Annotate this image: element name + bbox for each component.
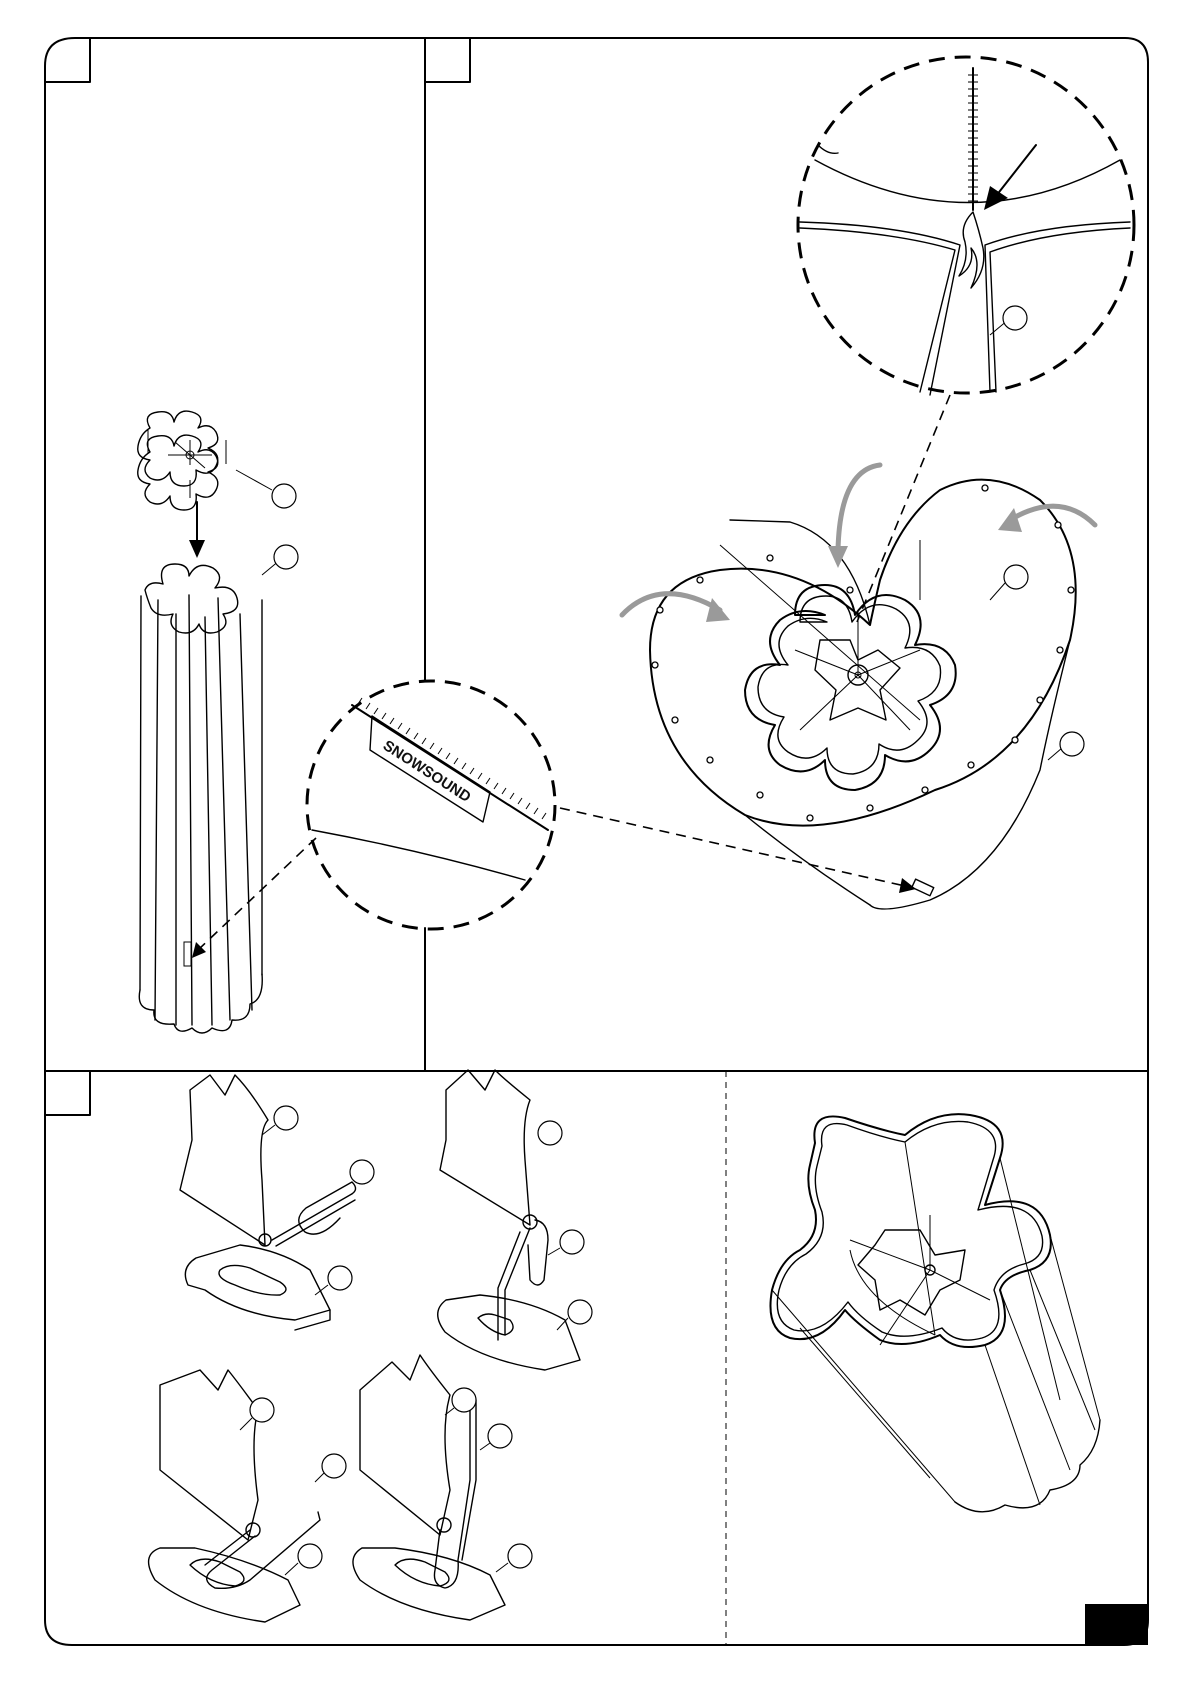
leader-line — [548, 1248, 560, 1255]
curved-arrow-icon — [622, 594, 730, 622]
inner-frame-illustration — [138, 411, 226, 510]
callout-circle — [272, 484, 296, 508]
callout-circle — [274, 545, 298, 569]
leader-line — [285, 1563, 298, 1575]
page-frame — [45, 38, 1148, 1645]
step-box-2 — [425, 38, 470, 82]
curved-arrow-icon — [828, 465, 880, 568]
callout-circle — [1004, 565, 1028, 589]
finished-column-illustration — [770, 1114, 1100, 1512]
callout-circle — [560, 1230, 584, 1254]
label-detail-circle: SNOWSOUND — [307, 681, 555, 929]
fabric-tube-illustration — [139, 564, 262, 1033]
callout-circle — [538, 1121, 562, 1145]
leader-line — [496, 1563, 508, 1572]
hook-step-d-illustration — [353, 1355, 505, 1620]
callout-circle — [350, 1160, 374, 1184]
hook-step-a-illustration — [180, 1075, 356, 1330]
down-arrow-icon — [189, 502, 205, 558]
hook-step-b-illustration — [438, 1070, 580, 1370]
leader-line — [315, 1473, 324, 1482]
callout-circle — [508, 1544, 532, 1568]
callout-circle — [274, 1106, 298, 1130]
fabric-wrap-illustration — [650, 480, 1076, 909]
callout-circle — [322, 1454, 346, 1478]
callout-circle — [250, 1398, 274, 1422]
label-tag — [184, 942, 191, 966]
callout-circle — [568, 1300, 592, 1324]
detail-pointer — [857, 395, 950, 622]
step-box-3 — [45, 1071, 90, 1115]
callout-circle — [488, 1424, 512, 1448]
page-number-tab — [1085, 1604, 1148, 1645]
black-arrow-icon — [984, 145, 1036, 210]
leader-line — [236, 470, 272, 490]
leader-line — [1048, 748, 1062, 760]
brand-label-text: SNOWSOUND — [380, 737, 474, 806]
curved-arrow-icon — [998, 506, 1095, 532]
callout-circle — [1060, 732, 1084, 756]
leader-line — [990, 583, 1005, 600]
leader-line — [480, 1443, 490, 1450]
callout-circle — [328, 1266, 352, 1290]
detail-pointer — [560, 808, 916, 893]
zipper-detail-circle — [798, 57, 1134, 395]
callout-circle — [298, 1544, 322, 1568]
leader-line — [240, 1418, 252, 1430]
callout-circle — [452, 1388, 476, 1412]
hook-step-c-illustration — [149, 1370, 320, 1622]
callout-circle — [1003, 306, 1027, 330]
